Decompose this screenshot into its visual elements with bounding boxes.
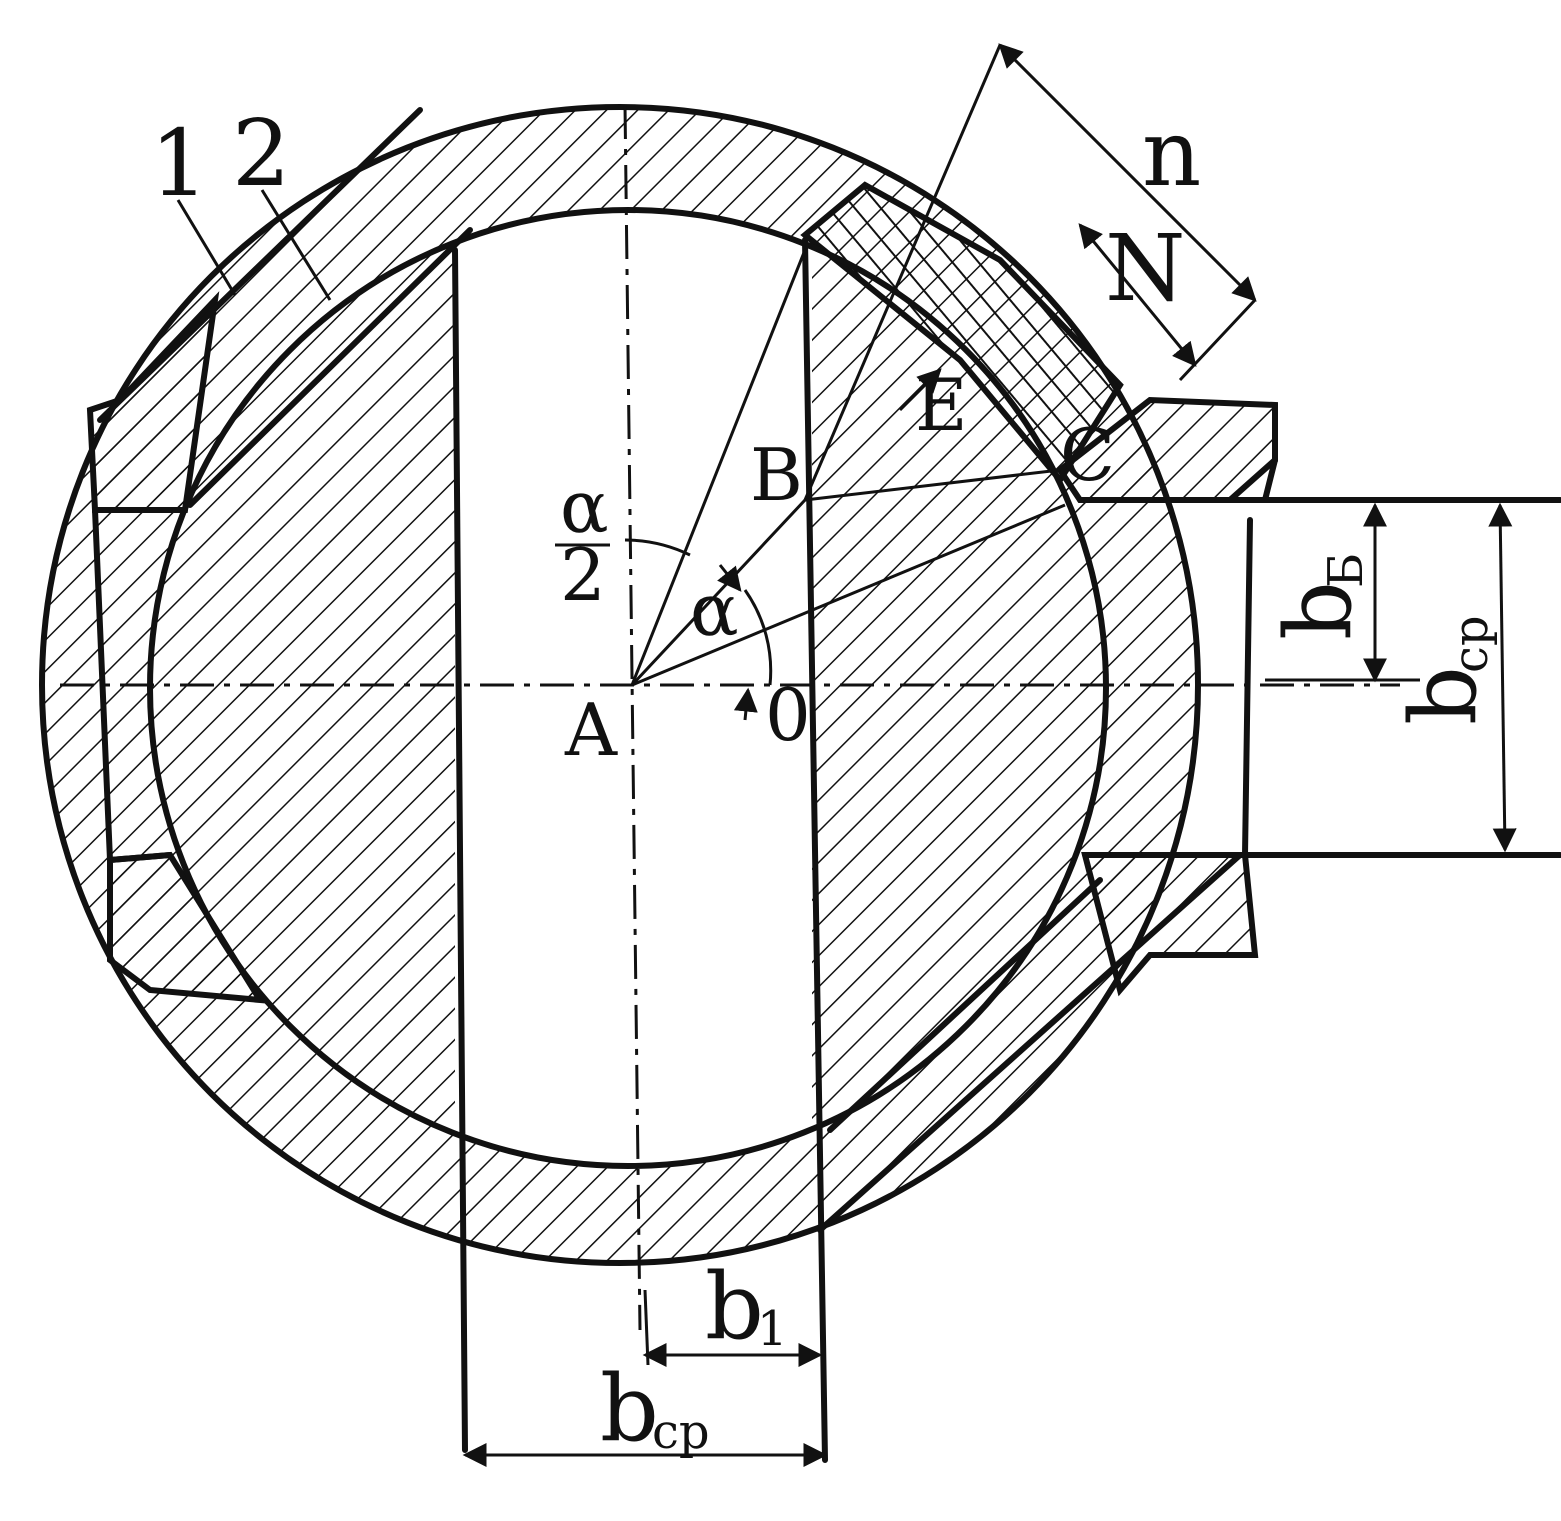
label-n: n <box>1142 100 1201 207</box>
label-alpha-half-den: 2 <box>560 533 606 617</box>
svg-text:cp: cp <box>652 1404 710 1460</box>
dimension-N <box>1078 223 1197 367</box>
svg-text:b: b <box>705 1253 764 1360</box>
key-channel-lines <box>97 107 1243 1233</box>
dimension-b-cp-right <box>1488 502 1517 853</box>
alpha-arc <box>743 589 773 686</box>
label-E: E <box>915 363 968 447</box>
dimension-b1 <box>642 1289 823 1367</box>
dimension-b-b <box>1265 502 1420 683</box>
svg-text:b: b <box>600 1355 659 1462</box>
vertical-centerline <box>623 104 642 1331</box>
shaft-flat-right <box>802 237 828 1463</box>
leader-E <box>898 368 942 412</box>
inner-contour <box>147 207 1109 1169</box>
label-A: A <box>564 688 618 772</box>
label-C: C <box>1060 413 1115 497</box>
svg-text:1: 1 <box>757 1301 788 1357</box>
leader-part-1 <box>176 199 237 296</box>
label-B: B <box>750 433 803 517</box>
outer-contour <box>39 104 1201 1266</box>
svg-text:b: b <box>1265 581 1372 640</box>
right-bracket <box>1077 457 1561 858</box>
alpha-half-arc <box>624 538 691 557</box>
svg-text:Б: Б <box>1318 553 1374 588</box>
construction-lines <box>630 44 1066 687</box>
label-part-2: 2 <box>232 100 291 207</box>
label-b-cp-bottom: b cp <box>600 1355 710 1462</box>
label-b-cp-right: b cp <box>1390 615 1499 725</box>
leader-part-2 <box>260 189 332 301</box>
label-alpha: α <box>690 568 739 652</box>
label-N: N <box>1105 215 1186 322</box>
left-bracket <box>92 507 188 863</box>
wedge-block <box>800 181 1124 486</box>
label-O: 0 <box>765 673 811 757</box>
label-alpha-half-num: α <box>560 465 609 549</box>
svg-text:b: b <box>1390 666 1497 725</box>
shaft-flat-left <box>452 247 468 1453</box>
svg-text:cp: cp <box>1443 615 1499 673</box>
label-b1: b 1 <box>705 1253 788 1360</box>
label-part-1: 1 <box>150 110 209 217</box>
label-b-b: b Б <box>1265 553 1374 640</box>
